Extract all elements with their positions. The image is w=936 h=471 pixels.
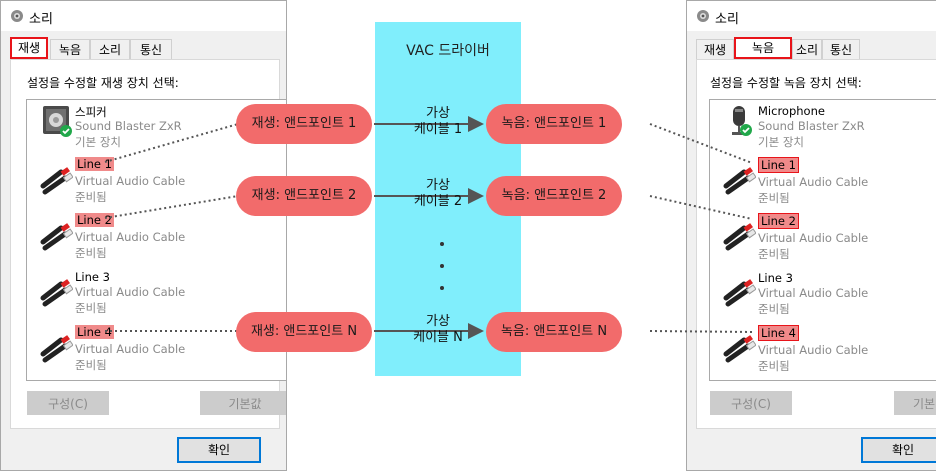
device-name: Line 1 xyxy=(75,157,114,171)
device-description: Virtual Audio Cable xyxy=(75,342,186,356)
set-default-button[interactable]: 기본값 xyxy=(200,391,286,415)
configure-button[interactable]: 구성(C) xyxy=(27,391,109,415)
tab-communications[interactable]: 통신 xyxy=(822,39,860,59)
ok-button[interactable]: 확인 xyxy=(177,437,261,463)
ellipsis-dot xyxy=(440,242,444,246)
device-status: 기본 장치 xyxy=(758,135,804,149)
device-description: Virtual Audio Cable xyxy=(758,175,869,189)
audio-cable-icon xyxy=(723,223,756,251)
connector-line-1r xyxy=(649,123,753,164)
ellipsis-dot xyxy=(440,264,444,268)
device-name: Line 2 xyxy=(75,213,114,227)
device-description: Sound Blaster ZxR xyxy=(75,119,182,133)
device-status: 준비됨 xyxy=(75,190,107,204)
tab-recording[interactable]: 녹음 xyxy=(50,39,90,59)
device-status: 준비됨 xyxy=(758,359,790,373)
connector-line-2 xyxy=(104,195,239,219)
playback-endpoint-1: 재생: 앤드포인트 1 xyxy=(236,104,372,144)
sound-app-icon xyxy=(11,10,23,22)
microphone-icon xyxy=(732,106,752,136)
connector-line-1 xyxy=(104,123,239,163)
tab-communications[interactable]: 통신 xyxy=(130,39,172,59)
tab-playback[interactable]: 재생 xyxy=(10,37,48,59)
recording-device-list[interactable]: Microphone Sound Blaster ZxR 기본 장치 Line … xyxy=(709,99,936,381)
window-title: 소리 xyxy=(29,12,53,27)
device-description: Virtual Audio Cable xyxy=(75,285,186,299)
device-description: Virtual Audio Cable xyxy=(75,174,186,188)
device-name: Line 3 xyxy=(758,271,793,285)
audio-cable-icon xyxy=(40,167,73,195)
recording-sound-dialog: 소리 재생 녹음 소리 통신 설정을 수정할 녹음 장치 선택: Microph… xyxy=(686,0,936,471)
device-description: Virtual Audio Cable xyxy=(758,286,869,300)
vac-driver-title: VAC 드라이버 xyxy=(406,43,490,59)
audio-cable-icon xyxy=(40,279,73,307)
device-description: Virtual Audio Cable xyxy=(758,231,869,245)
tab-sounds[interactable]: 소리 xyxy=(90,39,130,59)
tab-playback[interactable]: 재생 xyxy=(696,39,734,59)
device-name: Microphone xyxy=(758,104,825,118)
audio-cable-icon xyxy=(40,335,73,363)
window-title: 소리 xyxy=(715,12,739,27)
sound-app-icon xyxy=(697,10,709,22)
speaker-icon xyxy=(43,106,72,137)
device-name: Line 3 xyxy=(75,270,110,284)
device-description: Virtual Audio Cable xyxy=(75,230,186,244)
device-status: 준비됨 xyxy=(75,358,107,372)
record-endpoint-1: 녹음: 앤드포인트 1 xyxy=(486,104,622,144)
audio-cable-icon xyxy=(723,335,756,363)
device-status: 준비됨 xyxy=(758,247,790,261)
playback-sound-dialog: 소리 재생 녹음 소리 통신 설정을 수정할 재생 장치 선택: 스피커 Sou… xyxy=(0,0,287,471)
select-device-prompt: 설정을 수정할 재생 장치 선택: xyxy=(27,76,179,90)
audio-cable-icon xyxy=(40,223,73,251)
playback-device-list[interactable]: 스피커 Sound Blaster ZxR 기본 장치 Line 1 Virtu… xyxy=(26,99,286,381)
device-name: Line 4 xyxy=(75,325,114,339)
device-name: Line 1 xyxy=(758,157,799,173)
record-endpoint-2: 녹음: 앤드포인트 2 xyxy=(486,176,622,216)
audio-cable-icon xyxy=(723,167,756,195)
playback-endpoint-2: 재생: 앤드포인트 2 xyxy=(236,176,372,216)
ok-button[interactable]: 확인 xyxy=(861,437,936,463)
tab-sounds[interactable]: 소리 xyxy=(792,39,822,59)
device-status: 기본 장치 xyxy=(75,135,121,149)
select-device-prompt: 설정을 수정할 녹음 장치 선택: xyxy=(710,76,862,90)
device-name: 스피커 xyxy=(75,105,107,119)
device-description: Sound Blaster ZxR xyxy=(758,119,865,133)
connector-line-2r xyxy=(649,195,753,220)
title-bar: 소리 xyxy=(687,1,936,31)
device-name: Line 4 xyxy=(758,325,799,341)
device-name: Line 2 xyxy=(758,213,799,229)
playback-endpoint-n: 재생: 앤드포인트 N xyxy=(236,312,372,352)
device-status: 준비됨 xyxy=(758,191,790,205)
record-endpoint-n: 녹음: 앤드포인트 N xyxy=(486,312,622,352)
audio-cable-icon xyxy=(723,279,756,307)
set-default-button[interactable]: 기본 xyxy=(894,391,936,415)
ellipsis-dot xyxy=(440,286,444,290)
connector-line-4r xyxy=(649,330,753,333)
tab-recording[interactable]: 녹음 xyxy=(734,37,792,59)
title-bar: 소리 xyxy=(1,1,286,31)
device-description: Virtual Audio Cable xyxy=(758,343,869,357)
device-status: 준비됨 xyxy=(75,301,107,315)
device-status: 준비됨 xyxy=(75,246,107,260)
device-status: 준비됨 xyxy=(758,302,790,316)
configure-button[interactable]: 구성(C) xyxy=(710,391,792,415)
